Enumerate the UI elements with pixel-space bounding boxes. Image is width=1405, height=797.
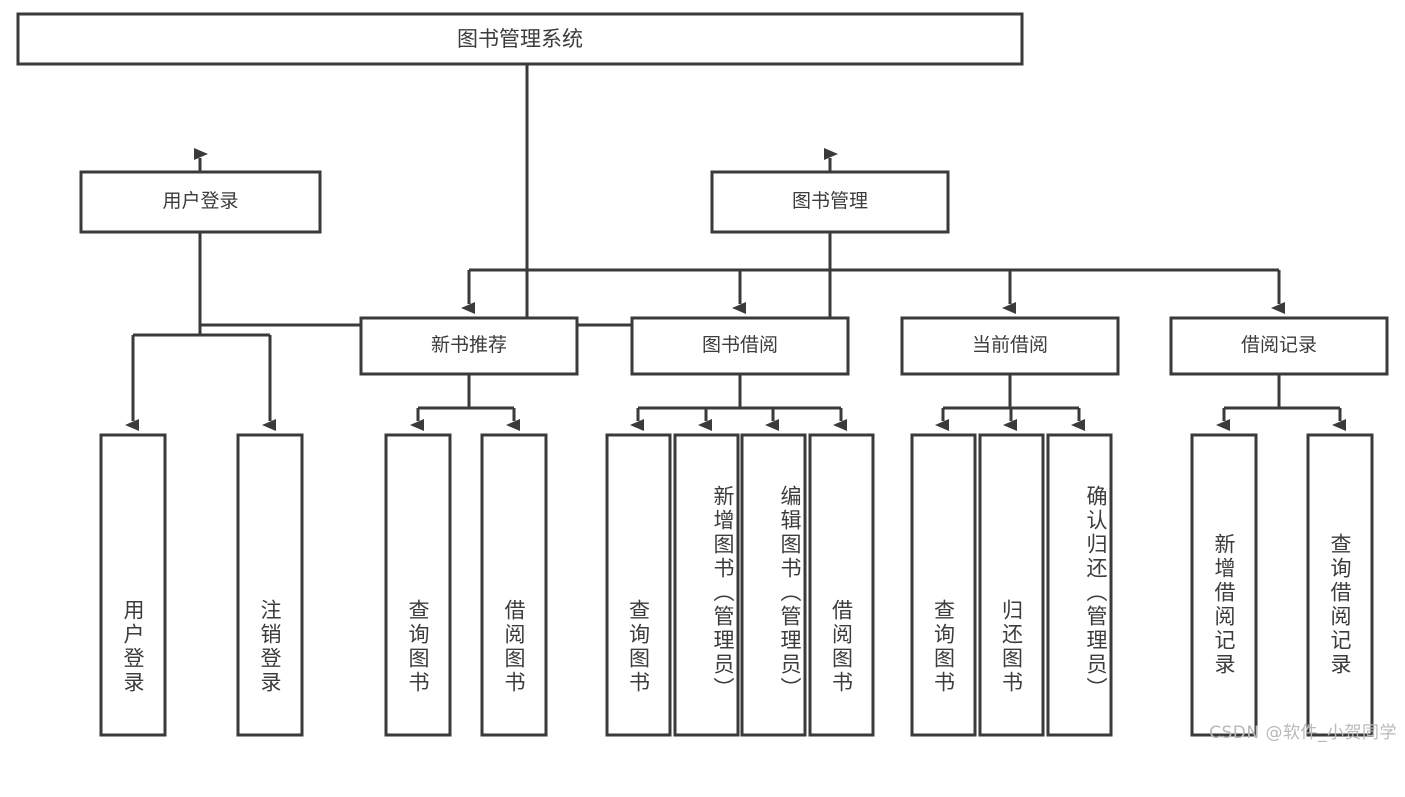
- leaf-box-3[interactable]: [480, 433, 548, 737]
- connector-bookmgmt-children: [461, 232, 1285, 314]
- node-box-user-login[interactable]: [79, 170, 322, 234]
- leaf-box-11[interactable]: [1190, 433, 1258, 737]
- leaf-box-5[interactable]: [673, 433, 740, 737]
- leaf-box-2[interactable]: [384, 433, 452, 737]
- leaf-box-10[interactable]: [1046, 433, 1113, 737]
- leaf-box-12[interactable]: [1306, 433, 1374, 737]
- leaf-box-7[interactable]: [808, 433, 875, 737]
- node-box-current-borrow[interactable]: [900, 316, 1120, 376]
- diagram-canvas: 图书管理系统 用户登录 图书管理 新书推荐 图书借阅 当前借阅 借阅记录 用户登…: [16, 12, 1397, 743]
- connector-records-children: [1216, 374, 1346, 431]
- leaf-box-9[interactable]: [978, 433, 1045, 737]
- leaf-box-0[interactable]: [99, 433, 167, 737]
- leaf-box-4[interactable]: [605, 433, 672, 737]
- connector-current-children: [935, 374, 1085, 431]
- node-box-new-book-recommend[interactable]: [359, 316, 579, 376]
- watermark-text: CSDN @软件_小贺同学: [1209, 723, 1397, 743]
- diagram-svg: [16, 12, 1389, 737]
- node-box-book-management[interactable]: [710, 170, 950, 234]
- node-box-book-borrow[interactable]: [630, 316, 850, 376]
- leaf-box-1[interactable]: [236, 433, 304, 737]
- connector-userlogin-children: [125, 232, 276, 431]
- node-box-root[interactable]: [16, 12, 1024, 66]
- connector-newbook-children: [410, 374, 520, 431]
- node-box-borrow-records[interactable]: [1169, 316, 1389, 376]
- leaf-box-6[interactable]: [740, 433, 807, 737]
- leaf-box-8[interactable]: [910, 433, 977, 737]
- connector-borrow-children: [630, 374, 847, 431]
